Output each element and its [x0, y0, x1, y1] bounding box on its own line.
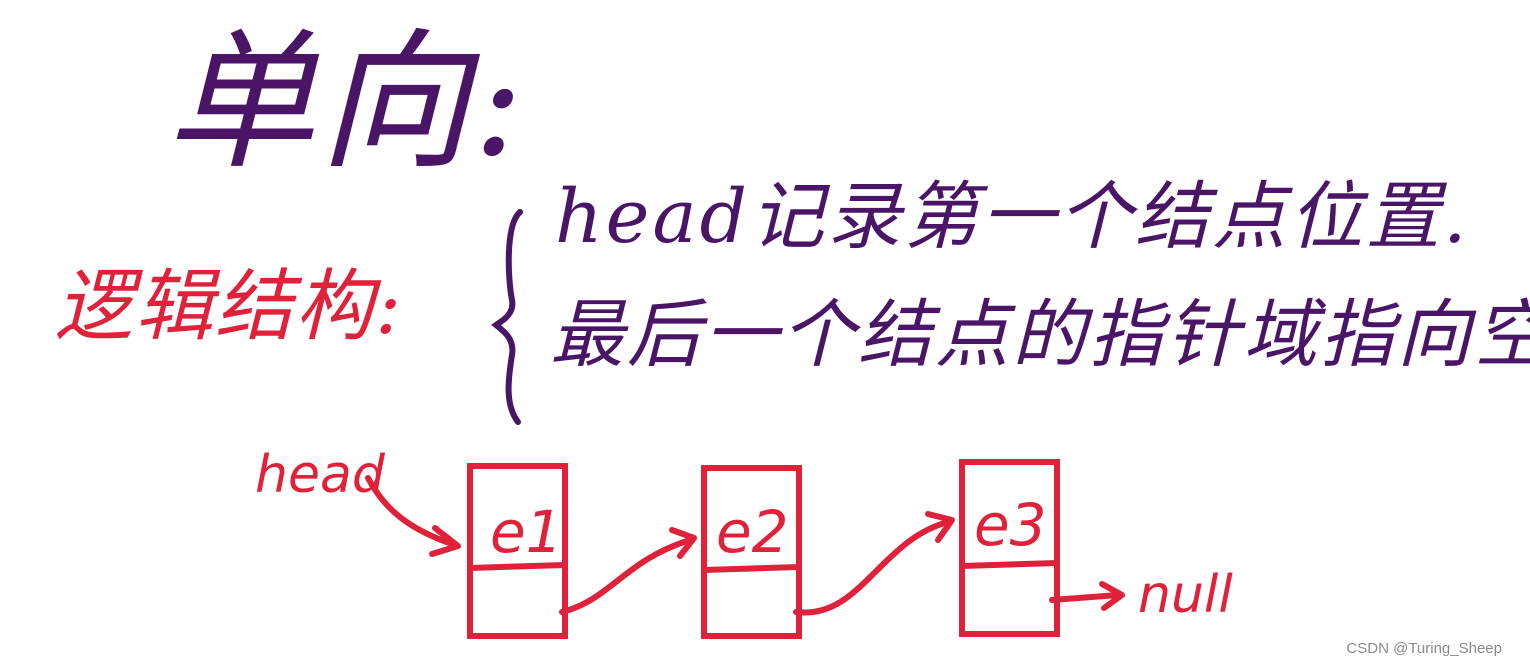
bracket-line-head-records-first-node: head记录第一个结点位置. [555, 174, 1470, 260]
bracket-line-last-node-pointer-null: 最后一个结点的指针域指向空. [550, 292, 1530, 378]
curly-brace [491, 209, 523, 425]
node-e2-label: e2 [716, 498, 789, 566]
arrow-e2-e3 [793, 519, 951, 616]
head-label: head [255, 445, 386, 505]
watermark: CSDN @Turing_Sheep [1346, 640, 1502, 657]
node-e2: e2 [701, 465, 802, 639]
title-heading: 单向: [165, 16, 528, 190]
node-e3: e3 [959, 459, 1060, 637]
head-arrow [365, 475, 458, 548]
arrow-e1-e2 [559, 537, 693, 615]
null-label: null [1138, 565, 1233, 625]
logic-structure-label: 逻辑结构: [55, 262, 404, 352]
arrow-e3-null [1049, 592, 1121, 603]
node-e3-label: e3 [974, 491, 1047, 559]
head-arrowhead [429, 525, 461, 557]
node-e1: e1 [467, 463, 568, 639]
node-e1-label: e1 [490, 498, 563, 566]
